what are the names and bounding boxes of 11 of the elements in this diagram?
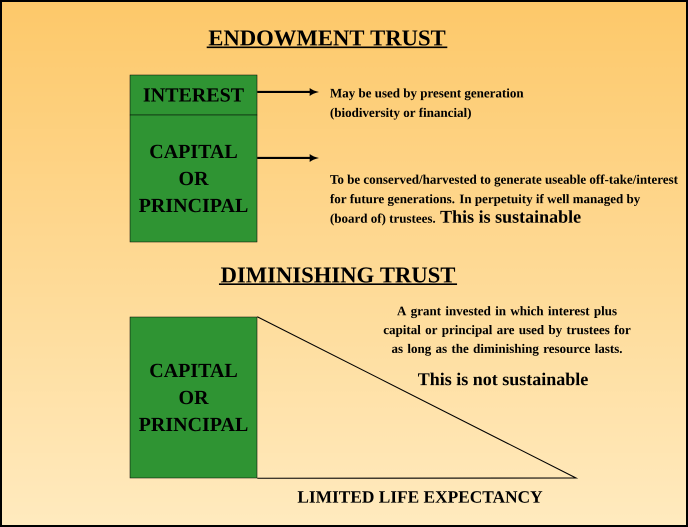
note-text: To be conserved/harvested to generate useable off-take/interest for future generations. In perpetuity if well managed by (board of) trustees. This is sustainable	[330, 174, 678, 226]
arrow	[257, 154, 317, 162]
note-text: A grant invested in which interest plus capital or principal are used by trustees for as long as the diminishing resource lasts.	[384, 306, 630, 356]
arrow	[257, 88, 317, 96]
note-text: May be used by present generation (biodiversity or financial)	[330, 88, 524, 120]
section-heading: DIMINISHING TRUST	[218, 267, 458, 285]
title: ENDOWMENT TRUST	[206, 30, 448, 48]
process-box: CAPITAL OR PRINCIPAL	[130, 316, 258, 478]
axis-label: LIMITED LIFE EXPECTANCY	[298, 491, 542, 503]
process-box: INTEREST	[130, 74, 258, 116]
note-text: This is not sustainable	[418, 372, 588, 386]
